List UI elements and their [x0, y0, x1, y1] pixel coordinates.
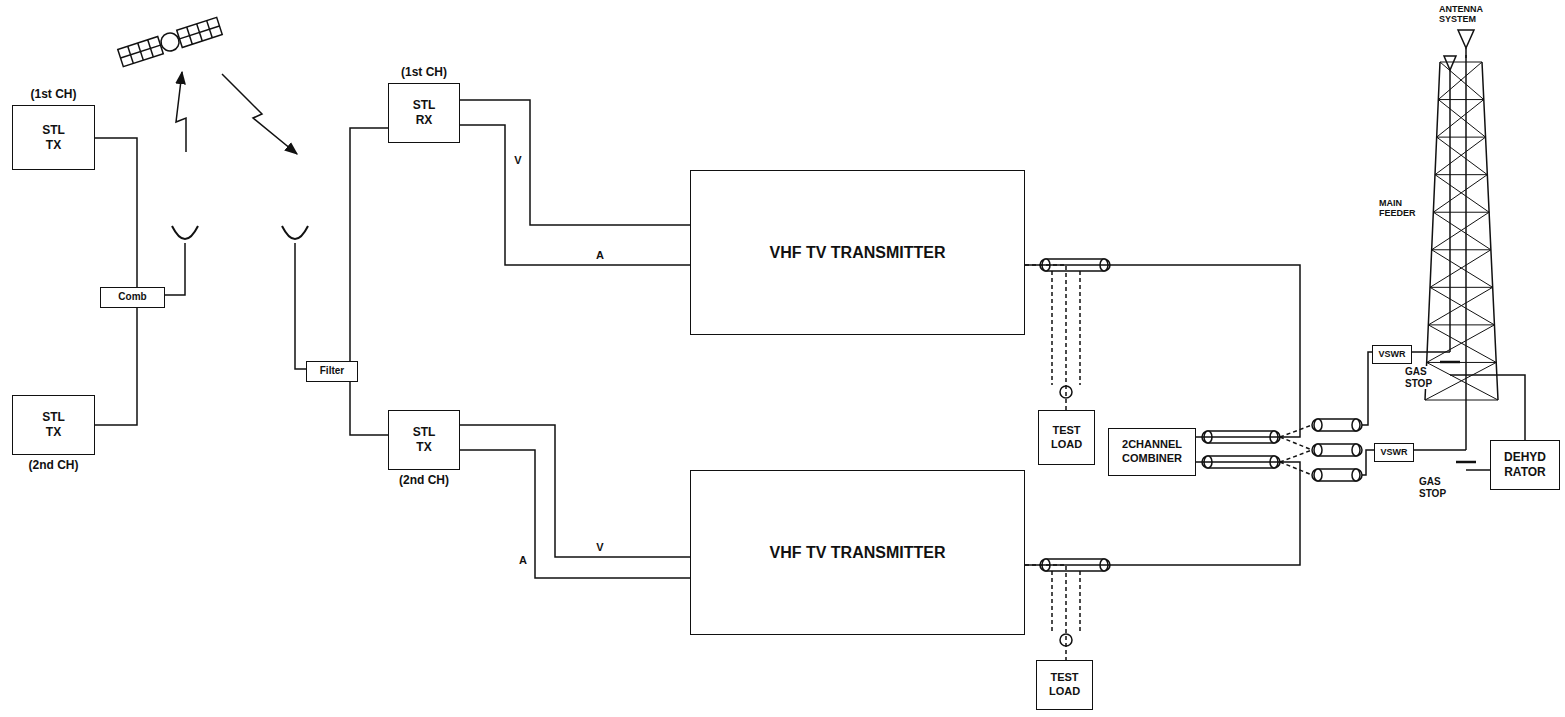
gas-stop	[1456, 461, 1476, 464]
vhf-transmitter: VHF TV TRANSMITTER	[690, 170, 1025, 335]
signal-line	[460, 125, 690, 265]
box-label: DEHYD RATOR	[1504, 450, 1546, 480]
box-label: STL TX	[413, 425, 435, 455]
box-label: VSWR	[1379, 349, 1406, 360]
main-feeder	[1449, 70, 1451, 352]
test-load: TEST LOAD	[1036, 660, 1093, 710]
dish-antenna	[282, 226, 308, 239]
filter-box: Filter	[306, 361, 358, 382]
stl-transmitter: (1st CH)STL TX	[12, 105, 95, 170]
patch-link	[1280, 425, 1312, 475]
box-label: 2CHANNEL COMBINER	[1122, 438, 1182, 466]
box-label: STL TX	[42, 410, 64, 440]
signal-line	[1025, 265, 1066, 410]
signal-line	[1025, 462, 1300, 565]
gas-stop-label: GAS STOP	[1404, 366, 1433, 389]
combiner-coax	[1202, 419, 1362, 481]
antenna-label: ANTENNA SYSTEM	[1438, 4, 1484, 25]
feeder-label: MAIN FEEDER	[1378, 198, 1417, 219]
dehydrator: DEHYD RATOR	[1490, 440, 1560, 490]
signal-name: V	[513, 154, 522, 167]
signal-name: A	[595, 249, 605, 262]
channel-combiner: 2CHANNEL COMBINER	[1108, 428, 1196, 476]
box-label: VHF TV TRANSMITTER	[770, 243, 946, 263]
signal-line	[350, 382, 388, 436]
vswr-meter: VSWR	[1374, 443, 1414, 462]
channel-label: (2nd CH)	[29, 458, 79, 473]
vhf-transmitter: VHF TV TRANSMITTER	[690, 470, 1025, 635]
test-load: TEST LOAD	[1038, 410, 1095, 465]
channel-label: (1st CH)	[401, 65, 447, 80]
signal-name: A	[518, 554, 528, 567]
box-label: Filter	[320, 365, 344, 378]
channel-label: (1st CH)	[30, 87, 76, 102]
signal-line	[460, 425, 690, 557]
signal-line	[95, 138, 137, 287]
dish-antenna	[172, 226, 198, 239]
tower	[1425, 62, 1498, 400]
satellite	[118, 17, 222, 66]
box-label: TEST LOAD	[1051, 424, 1082, 452]
stl-transmitter: STL TX(2nd CH)	[388, 410, 460, 470]
signal-line	[460, 450, 690, 578]
channel-label: (2nd CH)	[399, 473, 449, 488]
uplink-arrow	[176, 72, 186, 152]
antenna	[1458, 30, 1474, 48]
feed-line	[165, 243, 185, 295]
feed-line	[295, 243, 306, 369]
gas-stop-label: GAS STOP	[1418, 476, 1447, 499]
downlink-arrow	[222, 74, 297, 154]
combiner-box: Comb	[100, 287, 165, 308]
signal-line	[460, 100, 690, 225]
dehydrator-line	[1466, 469, 1490, 471]
dehydrator-line	[1450, 375, 1525, 440]
stl-transmitter: STL TX(2nd CH)	[12, 395, 95, 455]
signal-line	[95, 308, 137, 426]
box-label: STL RX	[413, 98, 435, 128]
stl-receiver: (1st CH)STL RX	[388, 83, 460, 143]
box-label: TEST LOAD	[1049, 671, 1080, 699]
signal-name: V	[595, 541, 604, 554]
vswr-meter: VSWR	[1372, 345, 1412, 364]
box-label: VSWR	[1381, 447, 1408, 458]
antenna	[1444, 56, 1456, 70]
box-label: Comb	[118, 291, 146, 304]
box-label: VHF TV TRANSMITTER	[770, 543, 946, 563]
signal-line	[350, 128, 388, 361]
box-label: STL TX	[42, 123, 64, 153]
signal-line	[1025, 565, 1066, 660]
